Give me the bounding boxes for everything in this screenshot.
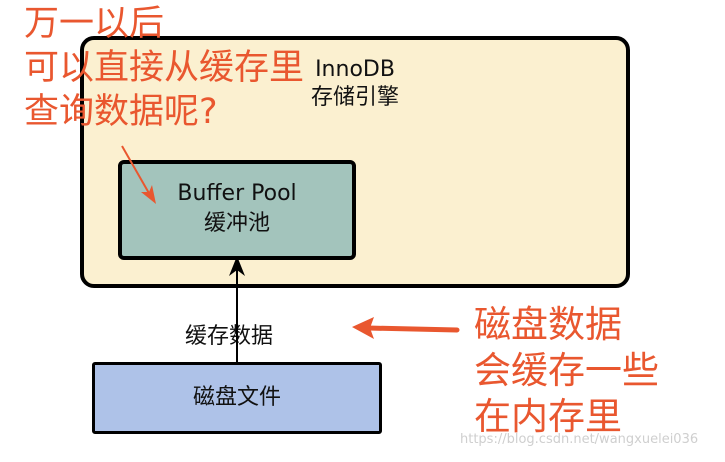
question-line: 万一以后 <box>24 4 165 44</box>
buffer-pool-subtitle: 缓冲池 <box>203 211 270 236</box>
buffer-pool-box: Buffer Pool 缓冲池 <box>118 160 356 260</box>
note-annotation: 磁盘数据 会缓存一些 在内存里 <box>474 302 659 440</box>
question-line: 可以直接从缓存里 <box>24 48 305 88</box>
engine-subtitle: 存储引擎 <box>310 85 399 110</box>
question-annotation: 万一以后 可以直接从缓存里 查询数据呢? <box>24 2 304 134</box>
question-line: 查询数据呢? <box>24 92 218 132</box>
disk-file-box: 磁盘文件 <box>92 362 382 434</box>
red-arrow-left <box>352 317 460 339</box>
engine-label: InnoDB 存储引擎 <box>80 56 630 112</box>
buffer-pool-title: Buffer Pool <box>177 181 297 206</box>
disk-label: 磁盘文件 <box>192 385 281 410</box>
up-arrow <box>229 256 245 362</box>
note-line: 磁盘数据 <box>474 303 622 346</box>
red-arrow-down <box>121 145 156 204</box>
note-line: 在内存里 <box>474 395 622 438</box>
watermark: https://blog.csdn.net/wangxuelei036 <box>460 432 699 447</box>
engine-title: InnoDB <box>315 57 395 82</box>
flow-label: 缓存数据 <box>185 324 274 349</box>
note-line: 会缓存一些 <box>474 349 659 392</box>
